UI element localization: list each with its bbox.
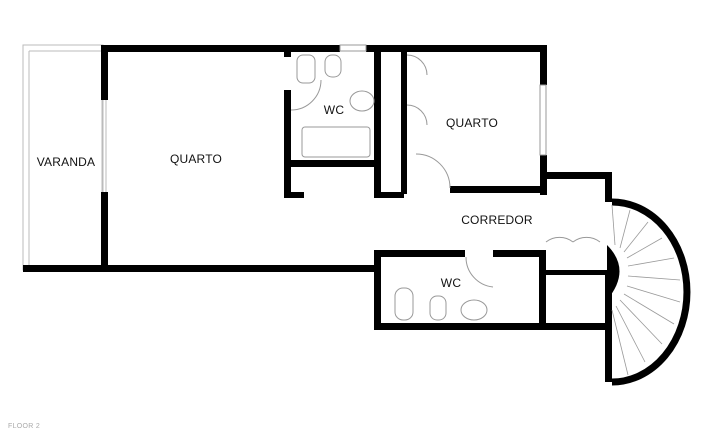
stair-outer-wall [611,198,691,386]
room-label-wc-1: WC [323,103,345,117]
bidet-icon [324,54,342,78]
walls [23,45,612,382]
door-swing-icon [415,153,451,189]
toilet-icon [394,287,414,321]
room-label-quarto-1: QUARTO [169,152,223,166]
sliding-door [101,99,107,192]
stair-core [607,245,620,300]
stair-treads [611,204,681,376]
cupboard-doors-icon [545,236,601,243]
room-label-varanda: VARANDA [36,155,96,169]
room-label-wc-2: WC [440,276,462,290]
door-swing-icon [290,79,322,111]
toilet-icon [296,54,316,84]
wardrobe-doors-icon [406,54,428,126]
room-label-quarto-2: QUARTO [445,116,499,130]
fixtures [290,54,601,321]
bathtub-icon [301,126,371,158]
sink-icon [349,90,375,112]
room-label-corredor: CORREDOR [461,213,533,227]
sink-icon [460,299,488,321]
windows [339,44,547,156]
floor-label: FLOOR 2 [8,423,41,430]
bidet-icon [429,295,447,321]
door-swing-icon [465,256,494,288]
